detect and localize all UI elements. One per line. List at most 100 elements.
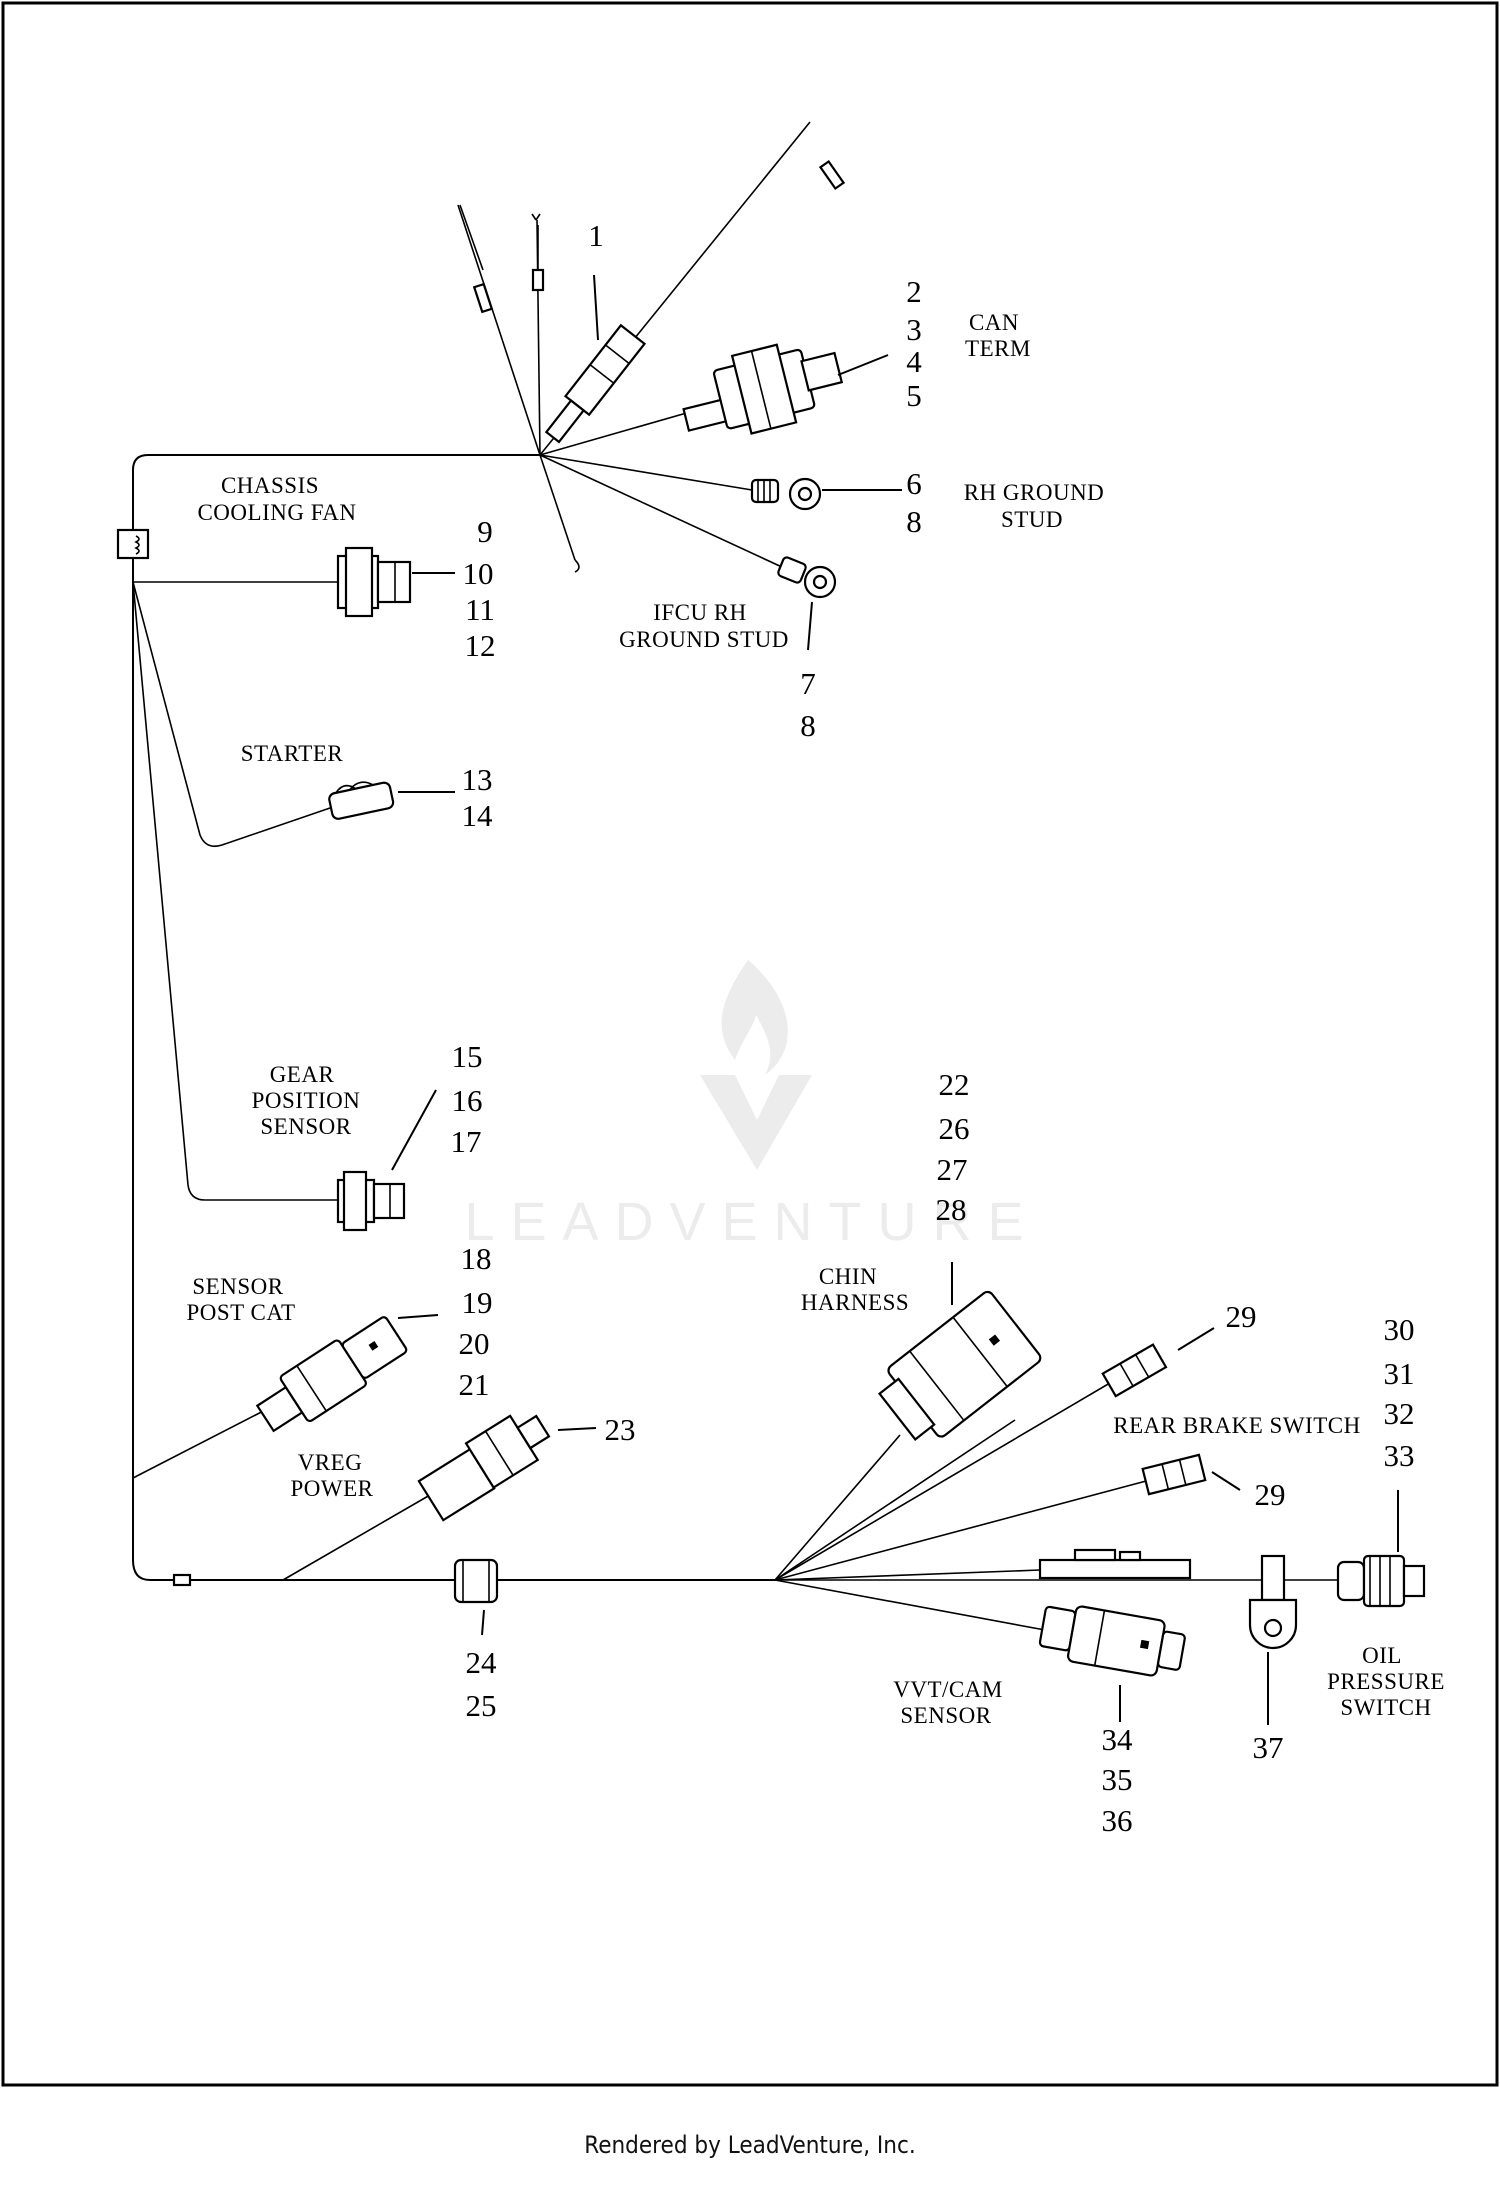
oil-pressure-switch-connector: [1336, 1554, 1426, 1608]
can-term-connector: [682, 343, 844, 435]
callout-22: 22: [939, 1067, 970, 1102]
gear-position-sensor-connector: [336, 1170, 406, 1232]
label-rear-brake-switch: REAR BRAKE SWITCH: [1113, 1413, 1360, 1438]
label-oil-pressure-switch-3: SWITCH: [1340, 1695, 1431, 1720]
callout-3: 3: [906, 312, 922, 347]
label-ifcu-rh-ground-stud-1: IFCU RH: [653, 600, 747, 625]
callout-5: 5: [906, 378, 922, 413]
callout-23: 23: [605, 1412, 636, 1447]
wire-to-chin-harness-2: [774, 1419, 1016, 1581]
label-chassis-cooling-fan-1: CHASSIS: [221, 473, 319, 498]
wire-to-starter: [132, 581, 331, 848]
leader-29a: [1177, 1327, 1215, 1351]
flat-inline-connector: [1038, 1548, 1192, 1580]
callout-37: 37: [1253, 1730, 1284, 1765]
callout-28: 28: [936, 1192, 967, 1227]
label-gear-position-sensor-2: POSITION: [252, 1088, 361, 1113]
wire-to-gear-sensor: [132, 581, 338, 1201]
components: [116, 159, 1426, 1677]
callout-15: 15: [452, 1039, 483, 1074]
label-vreg-power-2: POWER: [291, 1476, 374, 1501]
leader-2: [837, 354, 889, 376]
wire-to-chin-harness: [774, 1434, 901, 1581]
callout-24: 24: [466, 1645, 498, 1680]
label-ifcu-rh-ground-stud-2: GROUND STUD: [619, 627, 789, 652]
leader-15: [391, 1089, 437, 1171]
callout-34: 34: [1102, 1722, 1134, 1757]
watermark: LEADVENTURE: [464, 960, 1024, 1252]
callout-12: 12: [465, 628, 496, 663]
label-sensor-post-cat-2: POST CAT: [186, 1300, 295, 1325]
callout-32: 32: [1384, 1396, 1415, 1431]
harness-wires: [132, 121, 1340, 1631]
starter-connector: [328, 781, 395, 820]
label-vvt-cam-sensor-1: VVT/CAM: [893, 1677, 1003, 1702]
sensor-post-cat-connector: [255, 1316, 408, 1433]
callout-numbers: 1 2 3 4 5 6 8 7 8 9 10 11 12 13 14 15 16…: [451, 218, 1415, 1838]
wire-mid-branch: [774, 1569, 1041, 1581]
callout-36: 36: [1102, 1803, 1133, 1838]
inline-fuse-left: [472, 282, 494, 314]
component-labels: CAN TERM CHASSIS COOLING FAN RH GROUND S…: [186, 310, 1444, 1728]
label-sensor-post-cat-1: SENSOR: [192, 1274, 283, 1299]
callout-leaders: [391, 274, 1399, 1725]
callout-10: 10: [463, 556, 494, 591]
label-rh-ground-stud-1: RH GROUND: [964, 480, 1105, 505]
vreg-power-connector: [417, 1414, 551, 1522]
rear-brake-switch-connector-lower: [1141, 1453, 1207, 1496]
wire-end-mark: [531, 213, 541, 221]
label-gear-position-sensor-3: SENSOR: [260, 1114, 351, 1139]
callout-19: 19: [462, 1285, 493, 1320]
callout-29-upper: 29: [1226, 1299, 1257, 1334]
watermark-flame-icon: [721, 960, 788, 1075]
grommet-item-24: [453, 1558, 499, 1604]
callout-21: 21: [459, 1367, 490, 1402]
wire-to-ifcu-ground: [539, 454, 785, 569]
wire-to-vreg: [282, 1494, 431, 1581]
leader-29b: [1211, 1471, 1241, 1491]
wire-to-rh-ground: [539, 454, 753, 491]
label-oil-pressure-switch-2: PRESSURE: [1327, 1669, 1445, 1694]
vvt-cam-sensor-connector: [1038, 1605, 1186, 1677]
leader-23: [557, 1427, 597, 1431]
small-bottom-left-connector: [172, 1573, 192, 1587]
callout-29-lower: 29: [1255, 1477, 1286, 1512]
chin-harness-connector: [878, 1290, 1042, 1441]
label-vreg-power-1: VREG: [298, 1450, 363, 1475]
connector-item-1: [544, 323, 647, 444]
cooling-fan-connector: [336, 546, 412, 618]
callout-8-ifcu: 8: [800, 708, 816, 743]
callout-33: 33: [1384, 1438, 1415, 1473]
wire-ext-1: [459, 204, 484, 271]
inline-fuse-right: [818, 159, 846, 191]
rh-ground-ring-terminal: [750, 477, 822, 511]
callout-26: 26: [939, 1111, 970, 1146]
leader-7: [807, 601, 813, 651]
label-chassis-cooling-fan-2: COOLING FAN: [197, 500, 356, 525]
callout-30: 30: [1384, 1312, 1415, 1347]
callout-7: 7: [800, 666, 816, 701]
ring-terminal-item-37: [1248, 1554, 1298, 1650]
label-rh-ground-stud-2: STUD: [1001, 507, 1063, 532]
ifcu-ground-ring-terminal: [777, 556, 837, 599]
leader-18: [397, 1314, 439, 1319]
wire-to-brake-switch-a: [774, 1379, 1116, 1581]
label-gear-position-sensor-1: GEAR: [270, 1062, 335, 1087]
watermark-v-icon: [700, 1075, 812, 1170]
wire-to-can-term: [539, 411, 691, 456]
footer-credit: Rendered by LeadVenture, Inc.: [584, 2131, 915, 2159]
callout-13: 13: [462, 762, 493, 797]
callout-1: 1: [588, 218, 604, 253]
wire-up-left: [457, 204, 541, 456]
wire-to-sensor-post-cat: [132, 1404, 276, 1479]
callout-31: 31: [1384, 1356, 1415, 1391]
label-can-term-2: TERM: [965, 336, 1031, 361]
label-can-term-1: CAN: [969, 310, 1019, 335]
callout-6: 6: [906, 466, 922, 501]
callout-11: 11: [465, 592, 495, 627]
rear-brake-switch-connector-upper: [1101, 1343, 1168, 1398]
wire-to-brake-switch-b: [774, 1479, 1151, 1581]
callout-16: 16: [452, 1083, 483, 1118]
label-vvt-cam-sensor-2: SENSOR: [900, 1703, 991, 1728]
inline-fuse-mid: [531, 268, 545, 292]
